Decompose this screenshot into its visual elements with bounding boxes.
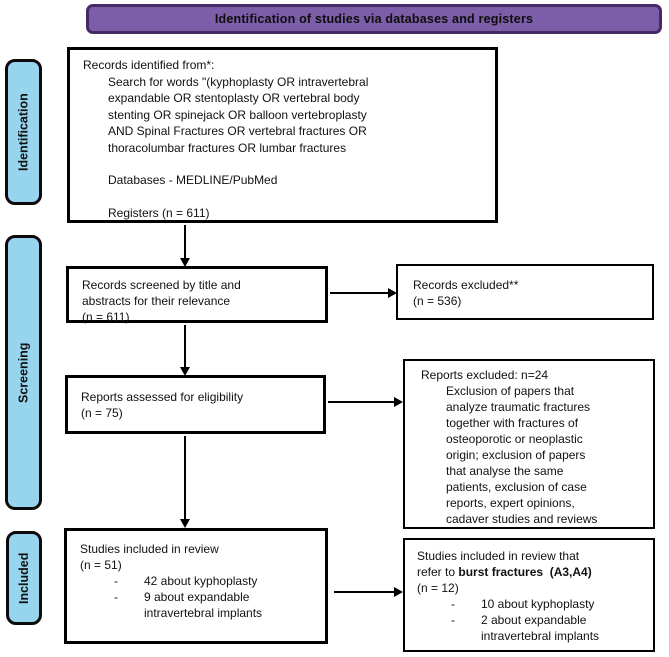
arrow-assessed-to-included (184, 436, 186, 519)
list-item-text: 2 about expandable (481, 613, 587, 627)
list-item-text: 42 about kyphoplasty (144, 574, 258, 588)
arrow-screened-to-excluded (330, 292, 388, 294)
reports-excluded-box: Reports excluded: n=24 Exclusion of pape… (403, 359, 655, 529)
search-line: thoracolumbar fractures OR lumbar fractu… (108, 140, 347, 155)
arrow-included-to-burst (334, 591, 394, 593)
stage-label-included: Included (6, 531, 42, 625)
reports-assessed-line: (n = 75) (81, 406, 123, 420)
burst-count: (n = 12) (417, 581, 459, 595)
stage-label-identification-text: Identification (16, 93, 31, 171)
records-screened-box: Records screened by title and abstracts … (66, 266, 328, 324)
stage-label-included-text: Included (17, 552, 31, 604)
stage-label-screening: Screening (5, 235, 42, 510)
search-line: expandable OR stentoplasty OR vertebral … (108, 91, 360, 105)
records-screened-line: abstracts for their relevance (82, 294, 231, 308)
header-title: Identification of studies via databases … (214, 12, 534, 26)
dash-bullet: - (451, 613, 455, 627)
reports-excluded-line: reports, expert opinions, (446, 496, 575, 510)
blank-line (83, 189, 487, 205)
list-item-text: 9 about expandable (144, 590, 250, 604)
reports-excluded-line: origin; exclusion of papers (446, 448, 586, 462)
reports-excluded-line: that analyse the same (446, 464, 564, 478)
reports-excluded-line: together with fractures of (446, 416, 579, 430)
arrow-screened-to-assessed (184, 325, 186, 367)
dash-bullet: - (451, 597, 455, 611)
registers-line: Registers (n = 611) (108, 205, 210, 220)
reports-excluded-title: Reports excluded: n=24 (421, 368, 549, 382)
list-item: - 10 about kyphoplasty (451, 596, 645, 612)
studies-included-burst-box: Studies included in review that refer to… (403, 538, 655, 652)
list-item-text: intravertebral implants (481, 629, 600, 643)
dash-bullet: - (114, 590, 118, 604)
reports-excluded-line: osteoporotic or neoplastic (446, 432, 583, 446)
records-excluded-line: (n = 536) (413, 294, 462, 308)
studies-included-count: (n = 51) (80, 558, 122, 572)
records-identified-title: Records identified from*: (83, 58, 215, 72)
arrow-assessed-to-excluded (328, 401, 394, 403)
burst-title-prefix: refer to (417, 565, 459, 579)
records-excluded-line: Records excluded** (413, 278, 519, 292)
reports-excluded-line: patients, exclusion of case (446, 480, 587, 494)
reports-excluded-line: analyze traumatic fractures (446, 400, 591, 414)
burst-title-line1: Studies included in review that (417, 549, 580, 563)
records-identified-box: Records identified from*: Search for wor… (67, 47, 498, 223)
databases-line: Databases - MEDLINE/PubMed (108, 173, 278, 187)
list-item: - 2 about expandable intravertebral impl… (451, 612, 645, 644)
list-item: - 9 about expandable intravertebral impl… (114, 589, 317, 621)
reports-excluded-line: cadaver studies and reviews (446, 512, 598, 526)
list-item-text: 10 about kyphoplasty (481, 597, 595, 611)
blank-line (83, 156, 487, 172)
stage-label-screening-text: Screening (16, 342, 31, 403)
reports-excluded-line: Exclusion of papers that (446, 384, 575, 398)
records-screened-line: (n = 611) (82, 310, 130, 324)
reports-assessed-box: Reports assessed for eligibility (n = 75… (65, 375, 326, 434)
studies-included-title: Studies included in review (80, 542, 219, 556)
search-line: stenting OR spinejack OR balloon vertebr… (108, 107, 367, 122)
records-excluded-box: Records excluded** (n = 536) (396, 264, 654, 320)
burst-title-bold: burst fractures (A3,A4) (458, 565, 592, 579)
records-screened-line: Records screened by title and (82, 278, 241, 292)
header-bar: Identification of studies via databases … (86, 4, 662, 34)
studies-included-box: Studies included in review (n = 51) - 42… (64, 528, 328, 644)
list-item-text: intravertebral implants (144, 606, 263, 620)
search-line: AND Spinal Fractures OR vertebral fractu… (108, 124, 367, 138)
search-line: Search for words "(kyphoplasty OR intrav… (108, 74, 369, 89)
list-item: - 42 about kyphoplasty (114, 573, 317, 589)
burst-title-line2: refer to burst fractures (A3,A4) (417, 564, 645, 580)
arrow-identified-to-screened (184, 225, 186, 258)
dash-bullet: - (114, 574, 118, 588)
stage-label-identification: Identification (5, 59, 42, 205)
reports-assessed-line: Reports assessed for eligibility (81, 390, 244, 404)
